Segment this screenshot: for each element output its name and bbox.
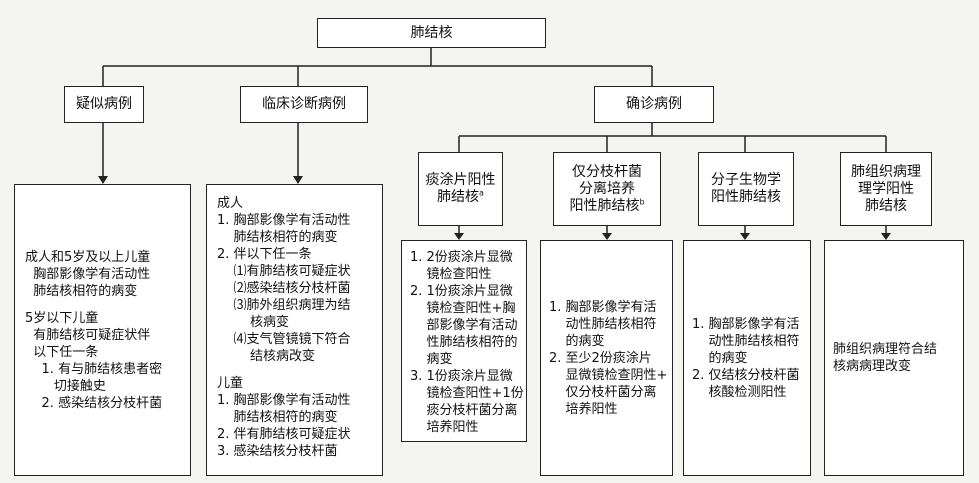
criteria-line: 3. 感染结核分枝杆菌	[217, 444, 338, 459]
culture-title-line: 仅分枝杆菌	[572, 163, 642, 180]
criteria-line: 2. 1份痰涂片显微	[410, 284, 513, 299]
criteria-line: 的病变	[692, 350, 748, 366]
clinical-criteria-box: 成人 1. 胸部影像学有活动性 肺结核相符的病变 2. 伴以下任一条 ⑴有肺结核…	[206, 184, 383, 476]
criteria-line: 部影像学有活动	[410, 318, 518, 333]
criteria-line: 成人	[217, 196, 244, 211]
clinical-case-node: 临床诊断病例	[240, 86, 368, 123]
criteria-line: 性肺结核相符的	[410, 335, 518, 350]
criteria-line: 肺结核相符的病变	[25, 283, 138, 299]
criteria-line: 1. 2份痰涂片显微	[410, 250, 513, 265]
criteria-line: 培养阳性	[549, 401, 618, 417]
criteria-line: 以下任一条	[25, 344, 99, 360]
arrowhead	[293, 176, 303, 184]
culture-title-line: 分离培养	[579, 180, 635, 197]
footnote-marker: a	[479, 188, 484, 198]
criteria-line: 5岁以下儿童	[25, 310, 99, 326]
criteria-line: 胸部影像学有活动性	[25, 266, 151, 282]
root-node: 肺结核	[317, 18, 546, 48]
criteria-line: 镜检查阳性+胸	[410, 301, 516, 316]
pathology-title-line: 理学阳性	[858, 180, 914, 197]
smear-title-line: 肺结核a	[437, 189, 484, 206]
criteria-line: 痰分枝杆菌分离	[410, 403, 518, 418]
criteria-line: ⑵感染结核分枝杆菌	[217, 281, 351, 296]
criteria-line: 1. 胸部影像学有活	[549, 299, 657, 315]
clinical-case-label: 临床诊断病例	[262, 96, 346, 112]
criteria-line: 镜检查阳性	[410, 267, 492, 282]
criteria-line: 1. 有与肺结核患者密	[25, 361, 163, 377]
criteria-line: 肺结核相符的病变	[217, 410, 338, 425]
footnote-marker: b	[639, 196, 645, 206]
pathology-title-line: 肺组织病理	[851, 163, 921, 180]
arrowhead	[881, 233, 891, 240]
culture-title-line: 阳性肺结核b	[569, 196, 645, 215]
smear-title-text: 肺结核	[437, 189, 480, 205]
criteria-line: 3. 1份痰涂片显微	[410, 369, 513, 384]
criteria-line: 1. 胸部影像学有活动性	[217, 213, 351, 228]
criteria-line: 培养阳性	[410, 420, 479, 435]
criteria-line: 有肺结核可疑症状伴	[25, 327, 151, 343]
criteria-line: 核酸检测阳性	[692, 384, 787, 400]
criteria-line: 肺组织病理符合结	[833, 342, 938, 357]
suspected-criteria-box: 成人和5岁及以上儿童 胸部影像学有活动性 肺结核相符的病变 5岁以下儿童 有肺结…	[14, 184, 191, 476]
criteria-line: 显微镜检查阴性+	[549, 367, 668, 383]
criteria-line: 镜检查阳性+1份	[410, 386, 524, 401]
root-label: 肺结核	[410, 24, 453, 41]
arrowhead	[602, 233, 612, 240]
suspected-case-node: 疑似病例	[64, 86, 144, 123]
criteria-line: 2. 仅结核分枝杆菌	[692, 367, 800, 383]
criteria-line: 仅分枝杆菌分离	[549, 384, 657, 400]
criteria-line: 动性肺结核相符	[692, 333, 800, 349]
criteria-line: ⑷支气管镜镜下符合	[217, 332, 351, 347]
criteria-line: 结核病改变	[217, 349, 316, 364]
confirmed-case-label: 确诊病例	[626, 96, 682, 112]
molecular-title-line: 阳性肺结核	[711, 189, 781, 205]
culture-title-text: 阳性肺结核	[569, 197, 640, 214]
criteria-line: 动性肺结核相符	[549, 316, 657, 332]
criteria-line: 2. 伴有肺结核可疑症状	[217, 427, 351, 442]
smear-positive-node: 痰涂片阳性 肺结核a	[418, 152, 503, 226]
criteria-line: 成人和5岁及以上儿童	[25, 249, 151, 265]
pathology-positive-node: 肺组织病理 理学阳性 肺结核	[840, 152, 932, 226]
molecular-title-line: 分子生物学	[711, 172, 781, 188]
criteria-line: 2. 至少2份痰涂片	[549, 350, 652, 366]
criteria-line: 切接触史	[25, 378, 106, 394]
arrowhead	[98, 176, 108, 184]
criteria-line: 2. 感染结核分枝杆菌	[25, 395, 163, 411]
culture-criteria-box: 1. 胸部影像学有活 动性肺结核相符 的病变 2. 至少2份痰涂片 显微镜检查阴…	[540, 240, 673, 476]
criteria-line: 的病变	[549, 333, 605, 349]
molecular-criteria-box: 1. 胸部影像学有活 动性肺结核相符 的病变 2. 仅结核分枝杆菌 核酸检测阳性	[683, 240, 811, 476]
criteria-line: 1. 胸部影像学有活动性	[217, 393, 351, 408]
criteria-line: ⑶肺外组织病理为结	[217, 298, 351, 313]
suspected-case-label: 疑似病例	[76, 96, 132, 112]
criteria-line: ⑴有肺结核可疑症状	[217, 264, 351, 279]
criteria-line: 儿童	[217, 376, 244, 391]
criteria-line: 病变	[410, 352, 453, 367]
pathology-title-line: 肺结核	[865, 197, 907, 214]
arrowhead	[454, 233, 464, 240]
smear-criteria-box: 1. 2份痰涂片显微 镜检查阳性 2. 1份痰涂片显微 镜检查阳性+胸 部影像学…	[401, 240, 527, 442]
smear-title-line: 痰涂片阳性	[425, 172, 496, 188]
criteria-line: 2. 伴以下任一条	[217, 247, 312, 262]
molecular-positive-node: 分子生物学 阳性肺结核	[698, 152, 794, 226]
pathology-criteria-box: 肺组织病理符合结 核病病理改变	[824, 240, 964, 476]
confirmed-case-node: 确诊病例	[594, 86, 714, 123]
arrowhead	[740, 233, 750, 240]
criteria-line: 核病变	[217, 315, 290, 330]
criteria-line: 肺结核相符的病变	[217, 230, 338, 245]
criteria-line: 核病病理改变	[833, 359, 912, 374]
criteria-line: 1. 胸部影像学有活	[692, 316, 800, 332]
culture-positive-node: 仅分枝杆菌 分离培养 阳性肺结核b	[553, 152, 661, 226]
